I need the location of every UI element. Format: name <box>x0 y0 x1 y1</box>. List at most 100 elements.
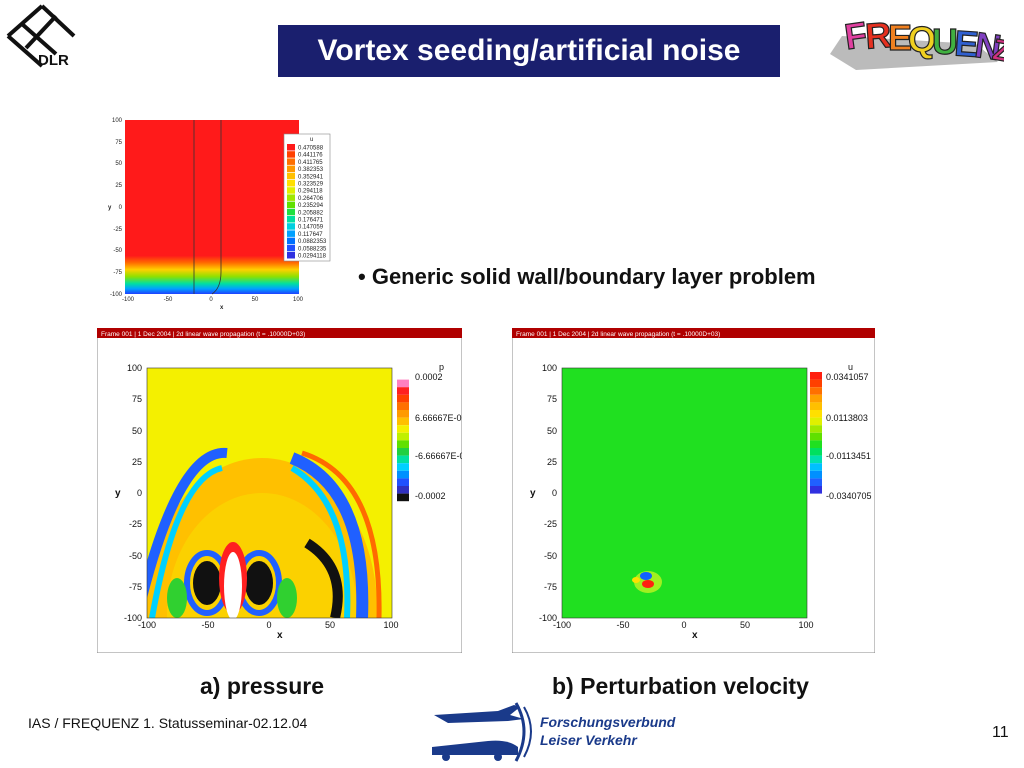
legend-swatch <box>397 486 409 494</box>
top-xtick: 100 <box>293 297 304 303</box>
svg-text:E: E <box>953 22 980 65</box>
legend-swatch <box>287 172 295 180</box>
top-legend-label: 0.352941 <box>298 174 324 180</box>
top-legend-label: 0.235294 <box>298 203 324 209</box>
legend-swatch <box>397 402 409 410</box>
footer-text: IAS / FREQUENZ 1. Statusseminar-02.12.04 <box>28 715 308 731</box>
velocity-legend-label: 0.0113803 <box>826 413 868 423</box>
legend-swatch <box>810 448 822 456</box>
legend-swatch <box>397 463 409 471</box>
pressure-xlabel: x <box>277 630 283 641</box>
legend-swatch <box>287 230 295 237</box>
legend-swatch <box>397 372 409 380</box>
legend-swatch <box>287 180 295 187</box>
legend-swatch <box>287 244 295 252</box>
legend-swatch <box>397 410 409 418</box>
legend-swatch <box>397 493 409 502</box>
legend-swatch <box>397 425 409 433</box>
legend-swatch <box>287 187 295 194</box>
svg-text:Q: Q <box>908 19 936 60</box>
velocity-ytick: 50 <box>547 426 557 436</box>
top-legend-label: 0.411765 <box>298 160 323 166</box>
top-ytick: 25 <box>115 183 122 189</box>
legend-swatch <box>397 417 409 426</box>
top-legend-label: 0.382353 <box>298 167 324 173</box>
legend-swatch <box>810 402 822 410</box>
top-legend-label: 0.323529 <box>298 182 324 188</box>
velocity-xtick: 100 <box>798 620 813 630</box>
velocity-plot: Frame 001 | 1 Dec 2004 | 2d linear wave … <box>512 328 875 653</box>
legend-swatch <box>287 201 295 209</box>
svg-text:R: R <box>864 14 893 57</box>
velocity-ytick: 75 <box>547 394 557 404</box>
velocity-ytick: -100 <box>539 613 557 623</box>
top-ytick: 100 <box>112 118 123 124</box>
legend-swatch <box>287 208 295 216</box>
legend-swatch <box>810 486 822 494</box>
top-ytick: 0 <box>119 205 123 211</box>
velocity-ytick: 100 <box>542 363 557 373</box>
velocity-ytick: -75 <box>544 582 557 592</box>
bullet-text: • Generic solid wall/boundary layer prob… <box>358 264 816 289</box>
frame-header: Frame 001 | 1 Dec 2004 | 2d linear wave … <box>516 331 720 338</box>
dlr-label: DLR <box>38 52 69 69</box>
pressure-legend-label: -0.0002 <box>415 491 446 501</box>
legend-swatch <box>810 410 822 418</box>
legend-swatch <box>810 379 822 388</box>
velocity-perturbation <box>632 571 662 593</box>
top-legend-label: 0.294118 <box>298 189 323 195</box>
top-legend-title: u <box>310 137 313 143</box>
top-field <box>125 120 299 294</box>
pressure-xtick: 50 <box>325 620 335 630</box>
legend-swatch <box>397 448 409 456</box>
pressure-field <box>147 368 392 618</box>
top-legend-label: 0.0882353 <box>298 239 327 245</box>
velocity-ytick: -25 <box>544 519 557 529</box>
legend-swatch <box>287 144 295 151</box>
top-legend-label: 0.205882 <box>298 210 324 216</box>
slide-title: Vortex seeding/artificial noise <box>278 25 780 77</box>
forschungsverbund-logo <box>432 702 532 762</box>
velocity-xtick: 0 <box>681 620 686 630</box>
velocity-ytick: 0 <box>552 488 557 498</box>
pressure-xtick: 0 <box>266 620 271 630</box>
legend-swatch <box>810 463 822 471</box>
dlr-logo <box>6 4 76 68</box>
velocity-xtick: -50 <box>616 620 629 630</box>
caption-velocity: b) Perturbation velocity <box>552 673 809 699</box>
svg-text:N: N <box>972 24 1003 68</box>
legend-swatch <box>397 440 409 448</box>
pressure-legend-title: p <box>439 362 444 372</box>
page-number: 11 <box>992 724 1009 741</box>
frame-header: Frame 001 | 1 Dec 2004 | 2d linear wave … <box>101 331 305 338</box>
top-legend-label: 0.0294118 <box>298 254 327 260</box>
top-ytick: -100 <box>110 292 123 298</box>
airplane-icon <box>434 705 524 723</box>
pressure-ytick: -25 <box>129 519 142 529</box>
legend-swatch <box>287 165 295 173</box>
top-legend-label: 0.264706 <box>298 196 324 202</box>
top-xlabel: x <box>220 305 224 311</box>
top-legend-label: 0.147059 <box>298 225 324 231</box>
footer-fv-line1: Forschungsverbund <box>540 714 676 730</box>
pressure-ytick: 25 <box>132 457 142 467</box>
velocity-xtick: -100 <box>553 620 571 630</box>
legend-swatch <box>287 216 295 223</box>
top-ytick: -75 <box>113 270 122 276</box>
velocity-legend-label: -0.0340705 <box>826 491 872 501</box>
velocity-ytick: 25 <box>547 457 557 467</box>
top-legend-label: 0.441176 <box>298 153 323 159</box>
top-legend-label: 0.0588235 <box>298 246 327 252</box>
pressure-ytick: 100 <box>127 363 142 373</box>
frequenz-logo: F R E Q U E N Z <box>830 14 1004 70</box>
svg-text:E: E <box>888 17 912 58</box>
pressure-xtick: -50 <box>201 620 214 630</box>
pressure-ylabel: y <box>115 488 121 499</box>
legend-swatch <box>397 470 409 479</box>
svg-text:U: U <box>932 21 958 62</box>
velocity-ylabel: y <box>530 488 536 499</box>
top-legend-label: 0.117647 <box>298 232 323 238</box>
velocity-ytick: -50 <box>544 551 557 561</box>
pressure-ytick: -100 <box>124 613 142 623</box>
pressure-ytick: 0 <box>137 488 142 498</box>
